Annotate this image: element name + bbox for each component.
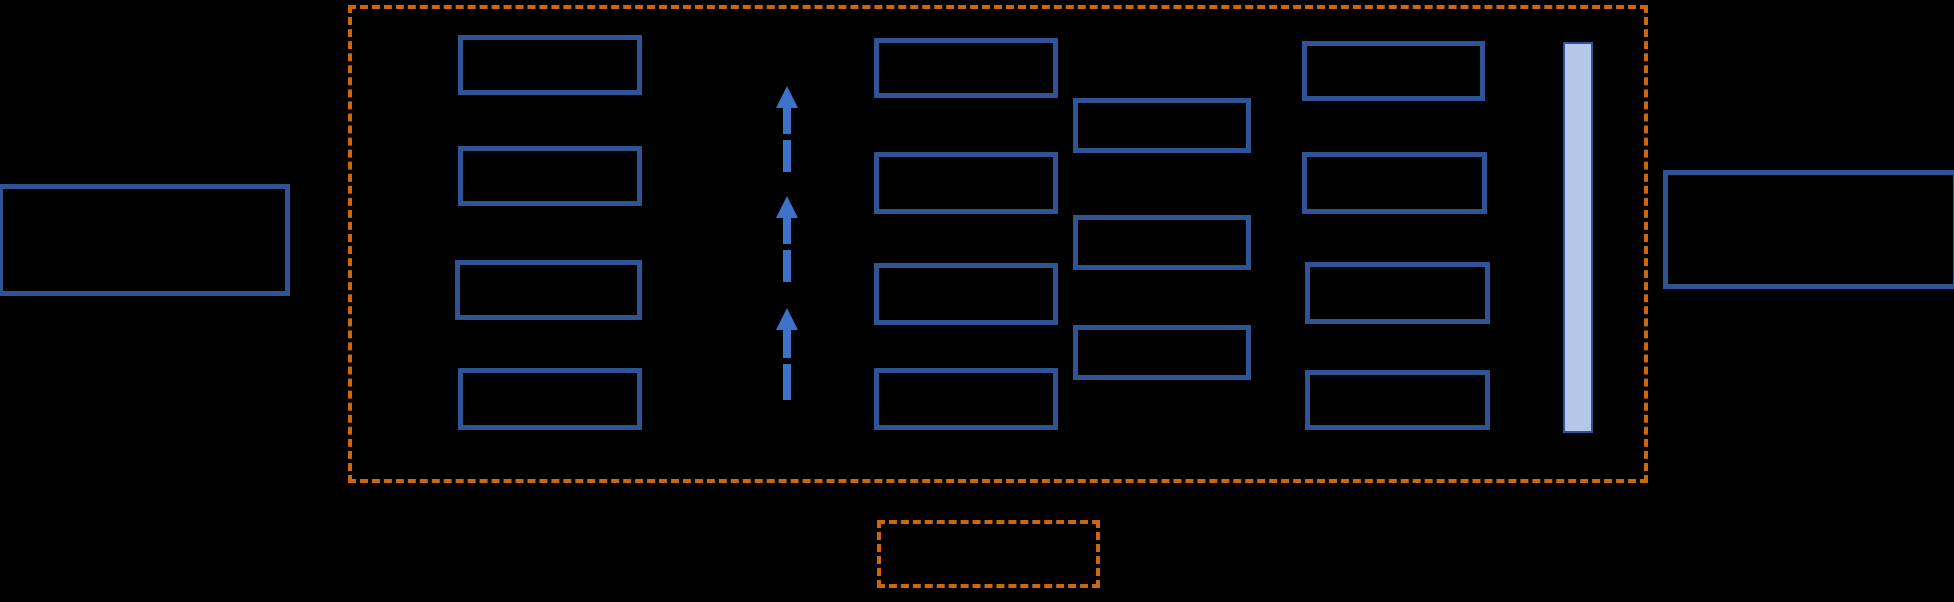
- column3-box-2[interactable]: [1073, 215, 1251, 270]
- column1-box-1[interactable]: [458, 35, 642, 95]
- left-input-block[interactable]: [0, 184, 290, 296]
- column2-box-1[interactable]: [874, 38, 1058, 98]
- column2-box-2[interactable]: [874, 152, 1058, 214]
- arrow-up-3: [772, 308, 802, 400]
- bottom-dashed-group[interactable]: [877, 520, 1100, 588]
- arrow-up-2: [772, 196, 802, 282]
- column4-box-3[interactable]: [1305, 262, 1490, 324]
- column2-box-3[interactable]: [874, 263, 1058, 325]
- vertical-progress-bar[interactable]: [1563, 42, 1593, 433]
- main-group-container[interactable]: [348, 5, 1648, 483]
- column4-box-2[interactable]: [1302, 152, 1487, 214]
- column3-box-3[interactable]: [1073, 325, 1251, 380]
- right-output-block[interactable]: [1663, 170, 1954, 289]
- column4-box-4[interactable]: [1305, 370, 1490, 430]
- column2-box-4[interactable]: [874, 368, 1058, 430]
- column1-box-3[interactable]: [455, 260, 642, 320]
- column1-box-2[interactable]: [458, 146, 642, 206]
- column4-box-1[interactable]: [1302, 41, 1485, 101]
- column3-box-1[interactable]: [1073, 98, 1251, 153]
- column1-box-4[interactable]: [458, 368, 642, 430]
- arrow-up-1: [772, 86, 802, 172]
